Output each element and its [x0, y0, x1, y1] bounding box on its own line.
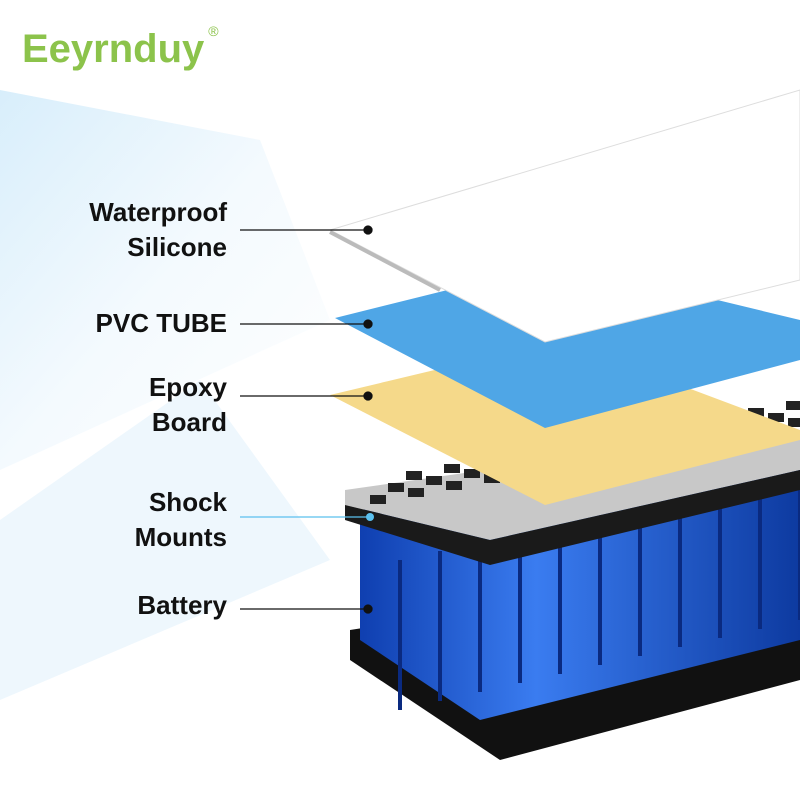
mount-slot [446, 481, 462, 490]
mount-slot [388, 483, 404, 492]
mount-slot [426, 476, 442, 485]
mount-slot [370, 495, 386, 504]
mount-slot [786, 401, 800, 410]
leader-lines [240, 225, 374, 614]
brand-logo-group: Eeyrnduy ® [22, 23, 219, 73]
mount-slot [444, 464, 460, 473]
registered-mark: ® [208, 23, 219, 39]
mount-slot [768, 413, 784, 422]
cell-dividers [398, 470, 800, 710]
mount-slot [406, 471, 422, 480]
background-shape [0, 90, 330, 470]
background-shape [0, 380, 330, 700]
label-line: Silicone [127, 232, 227, 262]
top-holder [345, 470, 800, 565]
label-line: Mounts [134, 522, 227, 552]
mount-slot [748, 408, 764, 417]
label-line: Epoxy [148, 372, 227, 402]
mount-slot [464, 469, 480, 478]
label-line: Shock [148, 487, 227, 517]
label-line: Waterproof [89, 197, 227, 227]
mount-slot [484, 474, 500, 483]
mount-slot [408, 488, 424, 497]
brand-logo: Eeyrnduy [22, 27, 205, 71]
label-pvc-tube: PVC TUBE [95, 308, 227, 338]
label-line: Board [151, 407, 227, 437]
mount-slot [788, 418, 800, 427]
label-battery: Battery [137, 590, 227, 620]
waterproof-silicone [328, 89, 800, 343]
